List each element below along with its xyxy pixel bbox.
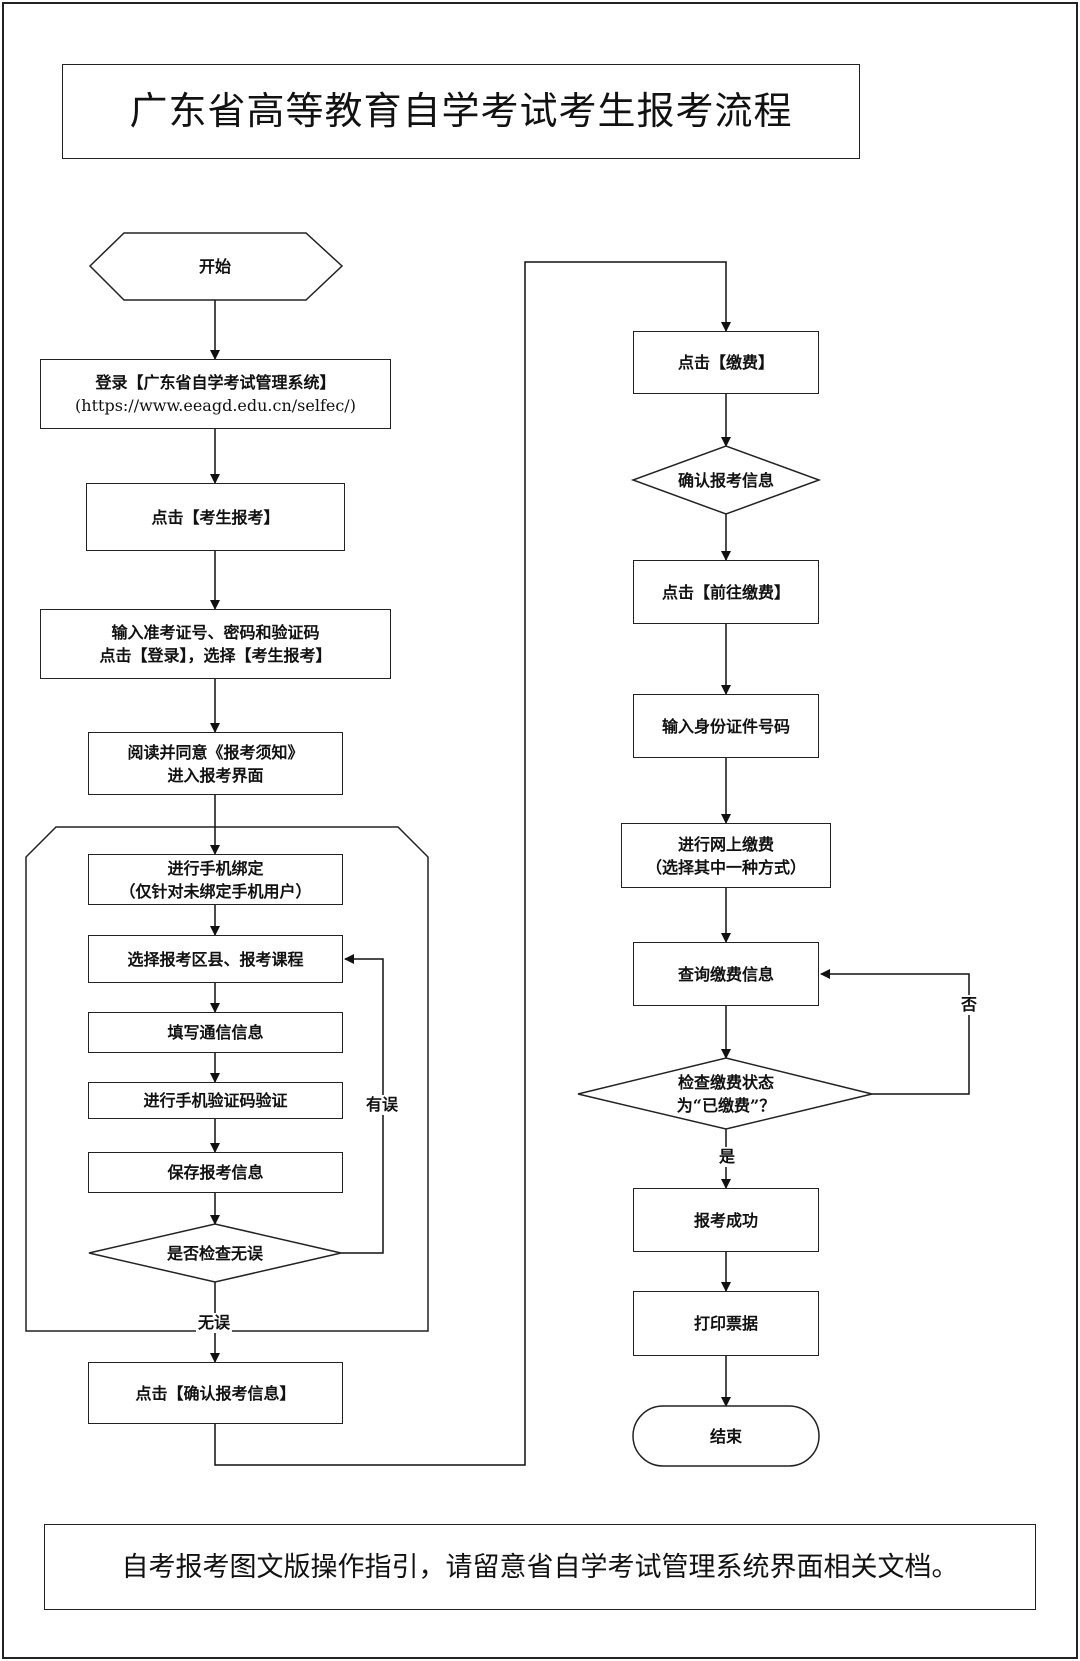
click-pay-step: 点击【缴费】 (633, 331, 819, 394)
query-pay-step: 查询缴费信息 (633, 942, 819, 1006)
no-label: 否 (959, 995, 980, 1015)
confirm-reg-step: 点击【确认报考信息】 (88, 1362, 343, 1424)
input-id-step: 输入身份证件号码 (633, 694, 819, 758)
yes-label: 是 (717, 1147, 738, 1167)
footer-note: 自考报考图文版操作指引，请留意省自学考试管理系统界面相关文档。 (44, 1524, 1036, 1610)
sms-verify-step: 进行手机验证码验证 (88, 1082, 343, 1119)
status-decision-diamond (577, 1057, 873, 1130)
page-title: 广东省高等教育自学考试考生报考流程 (62, 64, 860, 159)
check-status-label: 检查缴费状态 为“已缴费”？ (676, 1073, 776, 1115)
click-exam-reg-step: 点击【考生报考】 (86, 483, 345, 551)
save-info-step: 保存报考信息 (88, 1152, 343, 1193)
confirm-reg-info-label: 确认报考信息 (677, 470, 774, 490)
end-terminator (632, 1405, 820, 1467)
page-title-text: 广东省高等教育自学考试考生报考流程 (129, 89, 793, 133)
reg-success-step: 报考成功 (633, 1188, 819, 1252)
fill-info-step: 填写通信信息 (88, 1012, 343, 1053)
print-ticket-step: 打印票据 (633, 1291, 819, 1356)
go-pay-step: 点击【前往缴费】 (633, 560, 819, 624)
check-decision-label: 是否检查无误 (166, 1243, 263, 1263)
start-hexagon (88, 232, 344, 301)
arrow-to-right-column (214, 261, 731, 1466)
loop-container (25, 826, 429, 1332)
end-node: 结束 (709, 1426, 742, 1446)
footer-note-text: 自考报考图文版操作指引，请留意省自学考试管理系统界面相关文档。 (121, 1551, 959, 1583)
has-error-label: 有误 (364, 1095, 401, 1115)
confirm-reg-diamond (630, 445, 822, 515)
read-notice-step: 阅读并同意《报考须知》 进入报考界面 (88, 732, 343, 795)
input-credentials-step: 输入准考证号、密码和验证码 点击【登录】，选择【考生报考】 (40, 609, 391, 679)
start-node: 开始 (198, 257, 231, 276)
select-course-step: 选择报考区县、报考课程 (88, 935, 343, 983)
login-step: 登录【广东省自学考试管理系统】 (https://www.eeagd.edu.c… (40, 359, 391, 429)
arrow-status-loop (820, 969, 970, 1095)
no-error-label: 无误 (196, 1313, 233, 1333)
bind-phone-step: 进行手机绑定 （仅针对未绑定手机用户） (88, 854, 343, 905)
check-decision-diamond (88, 1223, 342, 1283)
online-pay-step: 进行网上缴费 （选择其中一种方式） (621, 823, 831, 888)
